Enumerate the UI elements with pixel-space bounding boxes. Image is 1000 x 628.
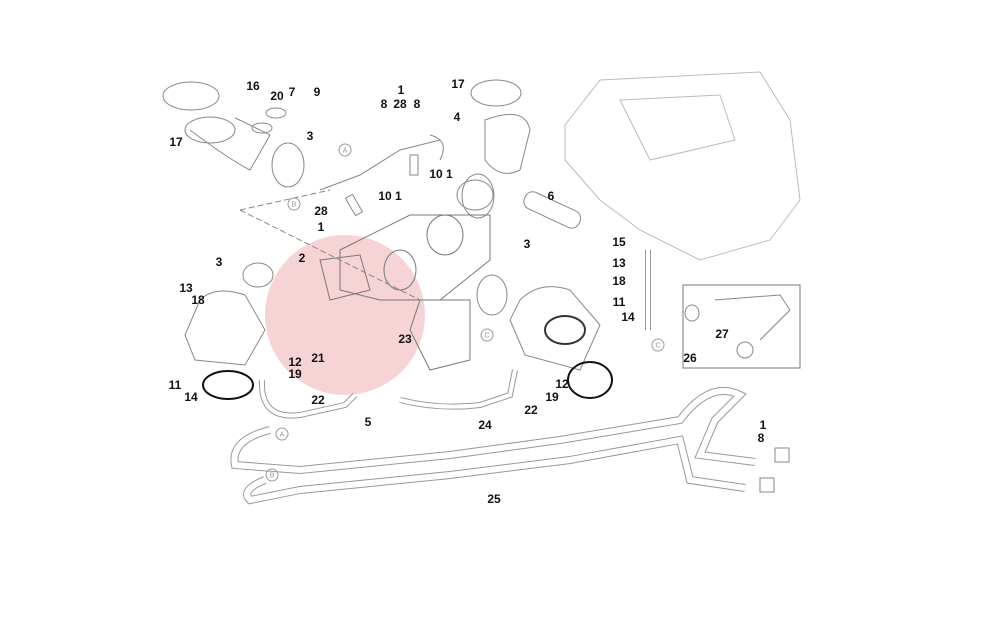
- callout-label: 11: [612, 295, 626, 309]
- bracket-27: [714, 294, 791, 341]
- callout-label: 19: [288, 367, 302, 381]
- callout-label: 26: [683, 351, 697, 365]
- callout-label: 25: [487, 492, 501, 506]
- callout-label: 13: [179, 281, 193, 295]
- intake-elbow-right: [461, 79, 582, 229]
- callout-label: 3: [215, 255, 223, 269]
- callout-label: 5: [364, 415, 372, 429]
- hose-22-right-inner: [399, 369, 517, 409]
- callout-label: 28: [314, 204, 328, 218]
- callout-label: 28: [393, 97, 407, 111]
- callout-label: 27: [715, 327, 729, 341]
- callout-label: 14: [621, 310, 635, 324]
- detail-box: [682, 284, 801, 369]
- ref-marker-a: A: [342, 147, 348, 155]
- ref-marker-c: C: [484, 332, 490, 340]
- callout-label: 24: [478, 418, 492, 432]
- callout-label: 10 1: [429, 167, 453, 181]
- callout-label: 19: [545, 390, 559, 404]
- intake-manifold-right: [509, 286, 613, 399]
- ref-marker-b: B: [269, 472, 275, 480]
- callout-label: 14: [184, 390, 198, 404]
- callout-label: 6: [547, 189, 555, 203]
- callout-label: 16: [246, 79, 260, 93]
- callout-label: 3: [523, 237, 531, 251]
- callout-label: 3: [306, 129, 314, 143]
- callout-label: 1: [397, 83, 405, 97]
- callout-label: 15: [612, 235, 626, 249]
- callout-label: 17: [451, 77, 465, 91]
- callout-label: 21: [311, 351, 325, 365]
- ring-clamp: [242, 262, 274, 288]
- callout-label: 22: [524, 403, 538, 417]
- callout-label: 18: [612, 274, 626, 288]
- intake-elbow-left: [162, 81, 305, 188]
- callout-label: 20: [270, 89, 284, 103]
- ref-marker-c: C: [655, 342, 661, 350]
- callout-label: 1: [317, 220, 325, 234]
- ring-clamp: [476, 274, 508, 316]
- callout-label: 8: [380, 97, 388, 111]
- callout-label: 7: [288, 85, 296, 99]
- throttle-body: [319, 214, 491, 371]
- callout-label: 11: [168, 378, 182, 392]
- callout-label: 1: [759, 418, 767, 432]
- callout-label: 12: [555, 377, 569, 391]
- long-hoses: [230, 387, 790, 505]
- callout-label: 10 1: [378, 189, 402, 203]
- ref-markers: [265, 143, 665, 482]
- callout-label: 18: [191, 293, 205, 307]
- callout-label: 8: [757, 431, 765, 445]
- ref-marker-a: A: [279, 431, 285, 439]
- callout-label: 17: [169, 135, 183, 149]
- callout-label: 9: [313, 85, 321, 99]
- callout-label: 8: [413, 97, 421, 111]
- air-box: [564, 71, 801, 261]
- callout-label: 23: [398, 332, 412, 346]
- bolt-27: [684, 304, 700, 322]
- fuel-lines-top: [239, 134, 444, 301]
- watermark-logo: [265, 235, 425, 395]
- ring-clamp: [456, 179, 494, 211]
- callout-label: 13: [612, 256, 626, 270]
- callout-label: 2: [298, 251, 306, 265]
- callout-label: 12: [288, 355, 302, 369]
- bolt-26: [736, 341, 754, 359]
- intake-manifold-left: [184, 290, 266, 400]
- callout-label: 22: [311, 393, 325, 407]
- hose-22-left-inner: [259, 379, 357, 418]
- ref-marker-b: B: [291, 201, 297, 209]
- callout-label: 4: [453, 110, 461, 124]
